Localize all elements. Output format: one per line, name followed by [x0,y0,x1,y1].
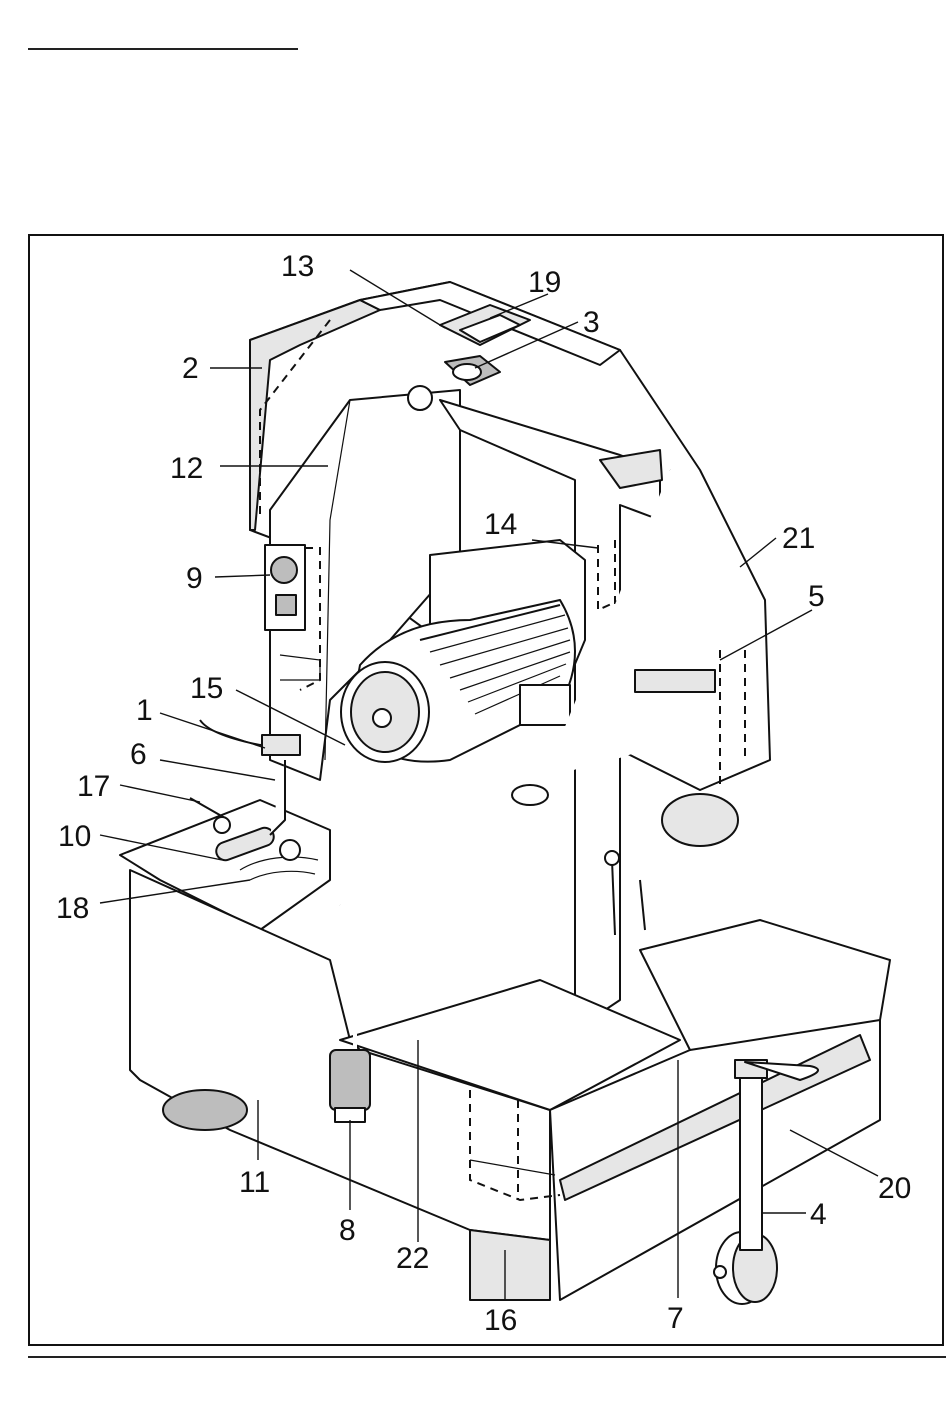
callout-2: 2 [182,352,199,385]
callout-11: 11 [239,1166,270,1199]
callout-21: 21 [782,522,815,555]
callout-5: 5 [808,580,825,613]
callout-6: 6 [130,738,147,771]
callout-18: 18 [56,892,89,925]
callout-19: 19 [528,266,561,299]
base-cabinet [130,870,890,1300]
callout-7: 7 [667,1302,684,1335]
callout-8: 8 [339,1214,356,1247]
machine-illustration [120,282,890,1304]
callout-9: 9 [186,562,203,595]
callout-20: 20 [878,1172,911,1205]
callout-4: 4 [810,1198,827,1231]
callout-14: 14 [484,508,517,541]
callout-10: 10 [58,820,91,853]
callout-17: 17 [77,770,110,803]
callout-13: 13 [281,250,314,283]
callout-1: 1 [136,694,153,727]
callout-12: 12 [170,452,203,485]
callout-3: 3 [583,306,600,339]
callout-16: 16 [484,1304,517,1337]
callout-15: 15 [190,672,223,705]
callout-22: 22 [396,1242,429,1275]
